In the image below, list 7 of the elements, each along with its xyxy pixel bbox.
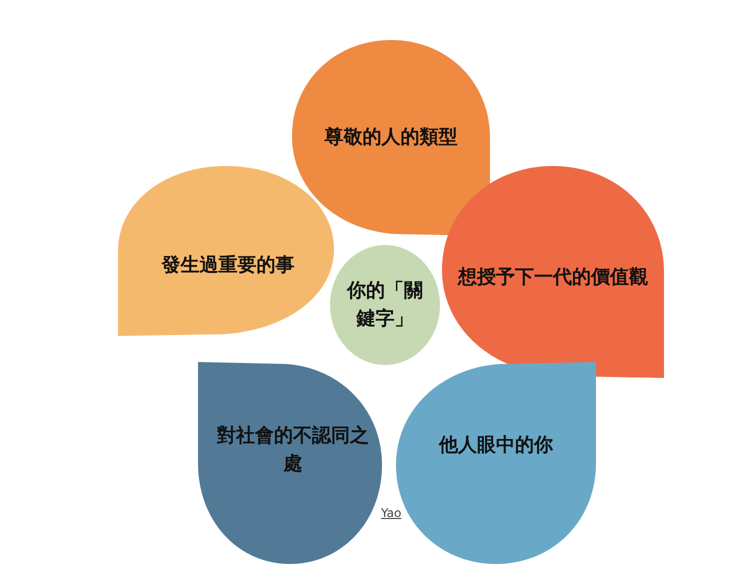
petal-label: 尊敬的人的類型 [324, 125, 458, 150]
author-credit: Yao [381, 506, 402, 520]
petal-label: 他人眼中的你 [438, 433, 554, 458]
center-label: 你的「關鍵字」 [346, 278, 424, 331]
petal-label: 發生過重要的事 [160, 253, 296, 278]
petal-label: 想授予下一代的價值觀 [456, 265, 649, 290]
petal-label: 對社會的不認同之處 [216, 423, 370, 476]
